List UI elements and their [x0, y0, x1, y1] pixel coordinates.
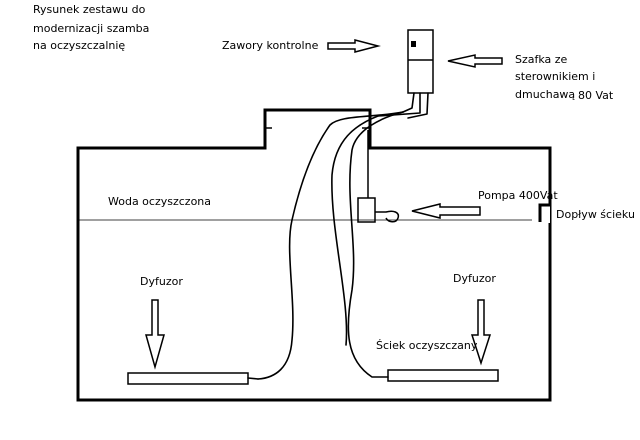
label-cabinet-2: sterownikiem i [515, 70, 595, 83]
arrow-diffuser-right [470, 299, 492, 366]
inflow-pipe [538, 203, 550, 222]
control-cabinet [407, 29, 434, 94]
arrow-diffuser-left [145, 299, 165, 370]
caption-line-3: na oczyszczalnię [33, 39, 125, 52]
diffuser-right [387, 369, 499, 382]
label-treated-sewage: Ściek oczyszczany [376, 339, 478, 352]
pump [357, 197, 376, 223]
label-pump: Pompa 400Vat [478, 189, 558, 202]
pump-outlet [375, 210, 400, 223]
air-hose-left [257, 111, 404, 380]
air-hose-right [347, 111, 404, 378]
cabinet-stub-3 [407, 92, 429, 119]
label-inflow: Dopływ ścieku [556, 208, 635, 221]
diffuser-left-connector [247, 377, 259, 380]
caption-line-1: Rysunek zestawu do [33, 3, 146, 16]
label-water: Woda oczyszczona [108, 195, 211, 208]
arrow-pump [411, 203, 481, 219]
label-diffuser-left: Dyfuzor [140, 275, 183, 288]
label-cabinet-3: dmuchawą [515, 88, 575, 101]
pump-cable [331, 115, 379, 346]
label-valves: Zawory kontrolne [222, 39, 319, 52]
cabinet-valve-block [411, 41, 416, 47]
tank-outline [76, 108, 552, 402]
label-cabinet-power: 80 Vat [578, 89, 614, 102]
arrow-valves [327, 39, 381, 53]
arrow-cabinet [447, 54, 503, 68]
label-diffuser-right: Dyfuzor [453, 272, 496, 285]
cabinet-stub-1 [402, 92, 415, 113]
diffuser-left [127, 372, 249, 385]
label-cabinet-1: Szafka ze [515, 53, 568, 66]
caption-line-2: modernizacji szamba [33, 22, 149, 35]
